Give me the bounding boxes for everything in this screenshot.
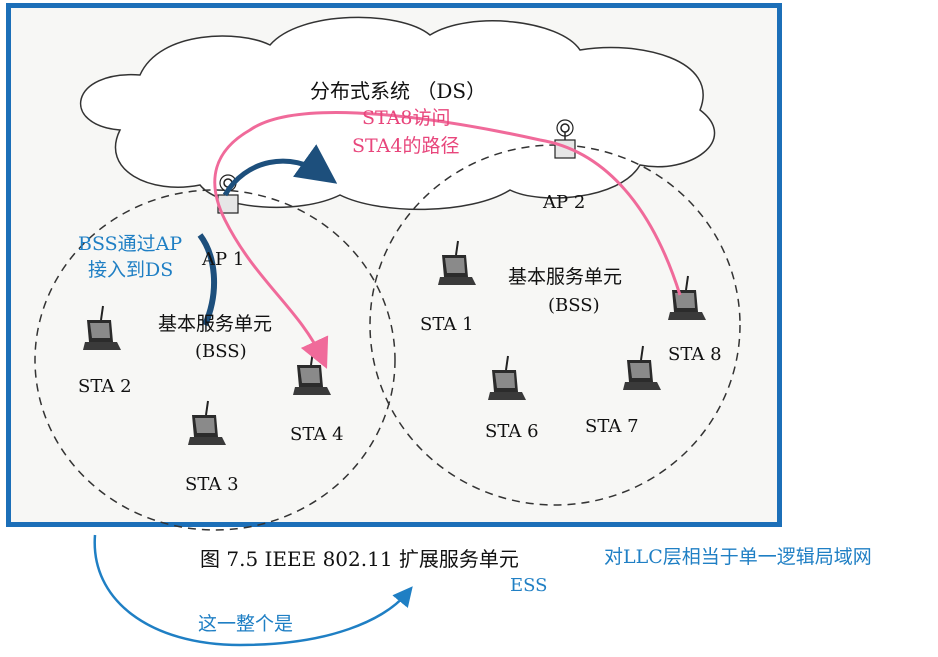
- ds-label: 分布式系统 （DS）: [310, 79, 486, 103]
- sta8-label: STA 8: [668, 344, 722, 365]
- sta4-label: STA 4: [290, 424, 344, 445]
- bss-left-label-line2: (BSS): [195, 341, 247, 362]
- sta4-laptop-icon: [292, 350, 332, 396]
- sta6-label: STA 6: [485, 421, 539, 442]
- sta2-label: STA 2: [78, 376, 132, 397]
- sta3-laptop-icon: [187, 400, 227, 446]
- bss-note-line2: 接入到DS: [88, 259, 173, 281]
- sta8-laptop-icon: [667, 275, 707, 321]
- side-note: 对LLC层相当于单一逻辑局域网: [604, 546, 872, 568]
- sta2-laptop-icon: [82, 305, 122, 351]
- bss-to-ap-arrow: [197, 233, 218, 327]
- bss-right-label-line1: 基本服务单元: [508, 266, 622, 288]
- bss-left-label-line1: 基本服务单元: [158, 313, 272, 335]
- path-note-line2: STA4的路径: [352, 135, 459, 157]
- path-note-line1: STA8访问: [362, 107, 450, 129]
- ap2-label: AP 2: [542, 192, 585, 213]
- bss-left-circle: [34, 189, 396, 531]
- bss-right-label-line2: (BSS): [548, 295, 600, 316]
- ap1-label: AP 1: [201, 249, 244, 270]
- figure-caption: 图 7.5 IEEE 802.11 扩展服务单元: [200, 547, 519, 571]
- whole-note: 这一整个是: [198, 613, 293, 635]
- sta7-laptop-icon: [622, 345, 662, 391]
- sta6-laptop-icon: [487, 355, 527, 401]
- sta1-label: STA 1: [420, 314, 474, 335]
- ess-label: ESS: [510, 575, 548, 596]
- whole-ess-arrow: [93, 534, 413, 647]
- ds-cloud: [79, 16, 716, 211]
- sta3-label: STA 3: [185, 474, 239, 495]
- ap-to-ds-arrow: [222, 144, 338, 197]
- sta8-to-sta4-path: [213, 111, 682, 369]
- sta1-laptop-icon: [437, 240, 477, 286]
- sta7-label: STA 7: [585, 416, 639, 437]
- bss-note-line1: BSS通过AP: [78, 233, 182, 255]
